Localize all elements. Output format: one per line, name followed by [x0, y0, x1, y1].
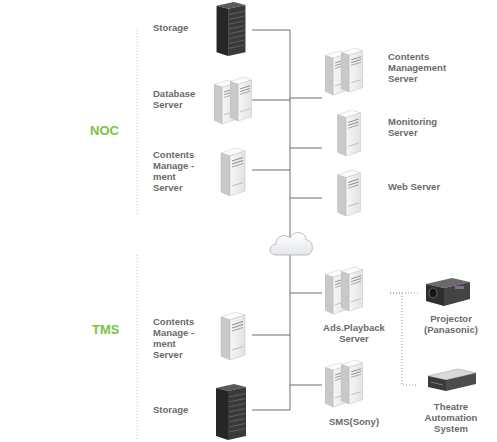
server-icon [341, 267, 363, 311]
node-label: Database Server [153, 88, 205, 110]
server-icon [338, 170, 361, 216]
server-node: Storage [153, 404, 205, 415]
node-label: Contents Manage -ment Server [153, 316, 205, 360]
server-node: Monitoring Server [388, 116, 452, 138]
server-node: Contents Manage -ment Server [153, 316, 205, 360]
automation-unit-icon [428, 369, 476, 391]
node-label: Monitoring Server [388, 116, 452, 138]
server-node: Ads.Playback Server [318, 262, 390, 348]
server-node: Database Server [153, 88, 205, 110]
node-label: Ads.Playback Server [318, 322, 390, 344]
server-icon [338, 110, 361, 156]
node-label: Theatre Automation System [418, 401, 484, 434]
server-node: Contents Management Server [388, 51, 452, 84]
node-label: Storage [153, 22, 205, 33]
server-node: Storage [153, 22, 205, 33]
server-icon [230, 77, 252, 121]
group-bracket [137, 30, 138, 215]
network-wires [252, 30, 322, 410]
server-icon [221, 312, 245, 360]
server-node: SMS(Sony) [318, 360, 390, 432]
node-label: Storage [153, 404, 205, 415]
dotted-connector [390, 293, 418, 294]
storage-rack-icon [216, 384, 246, 440]
dotted-connector [390, 293, 418, 385]
node-label: Projector (Panasonic) [418, 313, 484, 335]
network-cloud [270, 233, 312, 255]
group-bracket [137, 255, 138, 440]
storage-rack-icon [217, 2, 246, 56]
group-label: TMS [92, 322, 119, 337]
group-label: NOC [90, 123, 119, 138]
server-icon [341, 360, 363, 404]
projector-icon [426, 278, 470, 306]
server-icon [341, 48, 363, 92]
server-node: Theatre Automation System [418, 366, 484, 438]
node-label: Contents Management Server [388, 51, 452, 84]
server-node: Web Server [388, 181, 452, 192]
node-label: Web Server [388, 181, 452, 192]
server-node: Contents Manage -ment Server [153, 149, 205, 193]
node-label: Contents Manage -ment Server [153, 149, 205, 193]
server-node: Projector (Panasonic) [418, 276, 484, 338]
node-label: SMS(Sony) [318, 416, 390, 427]
server-icon [221, 148, 245, 196]
